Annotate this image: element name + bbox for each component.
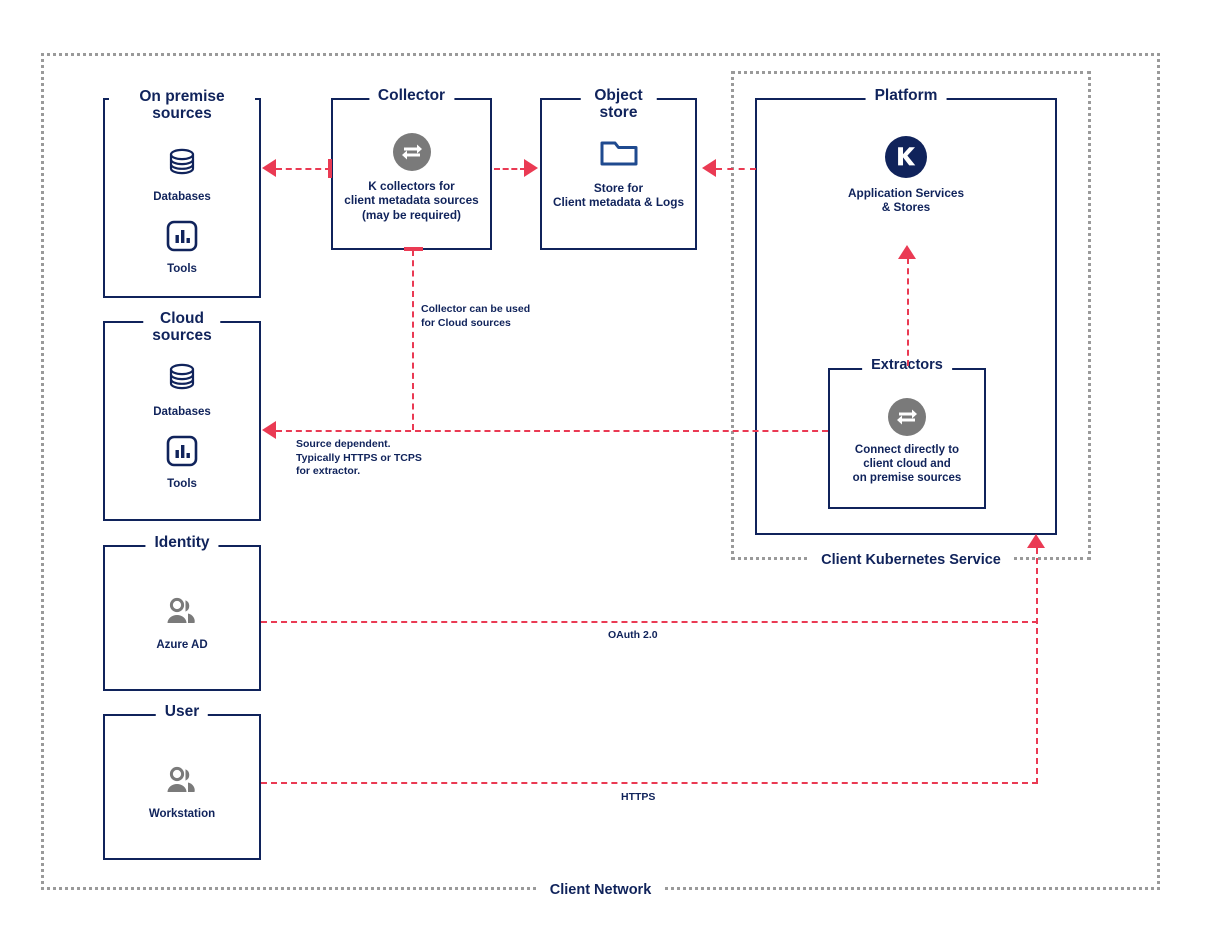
- bar-chart-tools-icon: [166, 220, 198, 257]
- collector-title: Collector: [368, 87, 455, 105]
- identity-title: Identity: [145, 534, 219, 552]
- users-icon: [163, 597, 201, 632]
- on-premise-tools-label: Tools: [167, 263, 197, 276]
- connector-platform-to-objectstore: [716, 168, 756, 170]
- connector-label-collector-for-cloud: Collector can be used for Cloud sources: [421, 303, 531, 329]
- azure-ad-label: Azure AD: [156, 639, 208, 651]
- connector-riser-to-platform: [1036, 548, 1038, 784]
- cloud-databases-label: Databases: [153, 406, 211, 418]
- client-network-label: Client Network: [537, 882, 664, 898]
- connector-collector-for-cloud-vertical: [412, 250, 414, 430]
- platform-caption: Application Services & Stores: [847, 186, 965, 215]
- connector-user-to-platform: [261, 782, 1038, 784]
- cloud-tools-label: Tools: [167, 478, 197, 491]
- client-kubernetes-service-boundary: Client Kubernetes Service: [731, 71, 1091, 568]
- bar-chart-tools-icon: [166, 435, 198, 472]
- user-title: User: [155, 703, 209, 721]
- bidirectional-swap-icon: [888, 398, 926, 436]
- collector-box: Collector K collectors for client metada…: [331, 87, 492, 250]
- object-store-caption: Store for Client metadata & Logs: [552, 181, 685, 210]
- arrow-collector-to-objectstore: [524, 159, 538, 177]
- arrow-riser-to-platform: [1027, 534, 1045, 548]
- user-box: User Workstation: [103, 703, 261, 860]
- client-network-boundary: Client Network: [41, 53, 1160, 898]
- extractors-box: Extractors Connect directly to client cl…: [828, 357, 986, 509]
- connector-stub-collector-bottom: [404, 247, 423, 251]
- users-icon: [163, 766, 201, 801]
- bidirectional-swap-icon: [392, 133, 431, 171]
- object-store-title: Object store: [580, 87, 657, 122]
- cloud-sources-title: Cloud sources: [143, 310, 221, 345]
- folder-icon: [599, 136, 639, 173]
- k-logo-icon: [885, 136, 927, 178]
- connector-extractor-to-cloud: [276, 430, 828, 432]
- arrow-extractor-to-cloud: [262, 421, 276, 439]
- on-premise-sources-title: On premise sources: [109, 88, 255, 123]
- database-icon: [165, 146, 199, 185]
- platform-box: Platform Application Services & Stores: [755, 87, 1057, 535]
- arrow-extractors-to-platform: [898, 245, 916, 259]
- cloud-sources-box: Cloud sources Databases Tools: [103, 310, 261, 521]
- collector-caption: K collectors for client metadata sources…: [344, 179, 479, 222]
- arrow-platform-to-objectstore: [702, 159, 716, 177]
- client-kubernetes-service-label: Client Kubernetes Service: [809, 552, 1013, 568]
- connector-collector-to-onprem: [276, 168, 331, 170]
- on-premise-databases-label: Databases: [153, 191, 211, 203]
- on-premise-sources-box: On premise sources Databases To: [103, 88, 261, 298]
- connector-label-https: HTTPS: [621, 791, 656, 803]
- connector-label-extractor-to-cloud: Source dependent. Typically HTTPS or TCP…: [296, 438, 422, 478]
- connector-label-oauth: OAuth 2.0: [608, 629, 658, 641]
- connector-stub-collector-left: [328, 159, 332, 178]
- connector-collector-to-objectstore: [494, 168, 526, 170]
- workstation-label: Workstation: [148, 808, 216, 820]
- connector-identity-to-platform: [261, 621, 1038, 623]
- arrow-collector-to-onprem: [262, 159, 276, 177]
- database-icon: [165, 361, 199, 400]
- platform-title: Platform: [865, 87, 947, 105]
- connector-extractors-to-platform: [907, 258, 909, 366]
- identity-box: Identity Azure AD: [103, 534, 261, 691]
- object-store-box: Object store Store for Client metadata &…: [540, 87, 697, 250]
- extractors-caption: Connect directly to client cloud and on …: [852, 444, 962, 485]
